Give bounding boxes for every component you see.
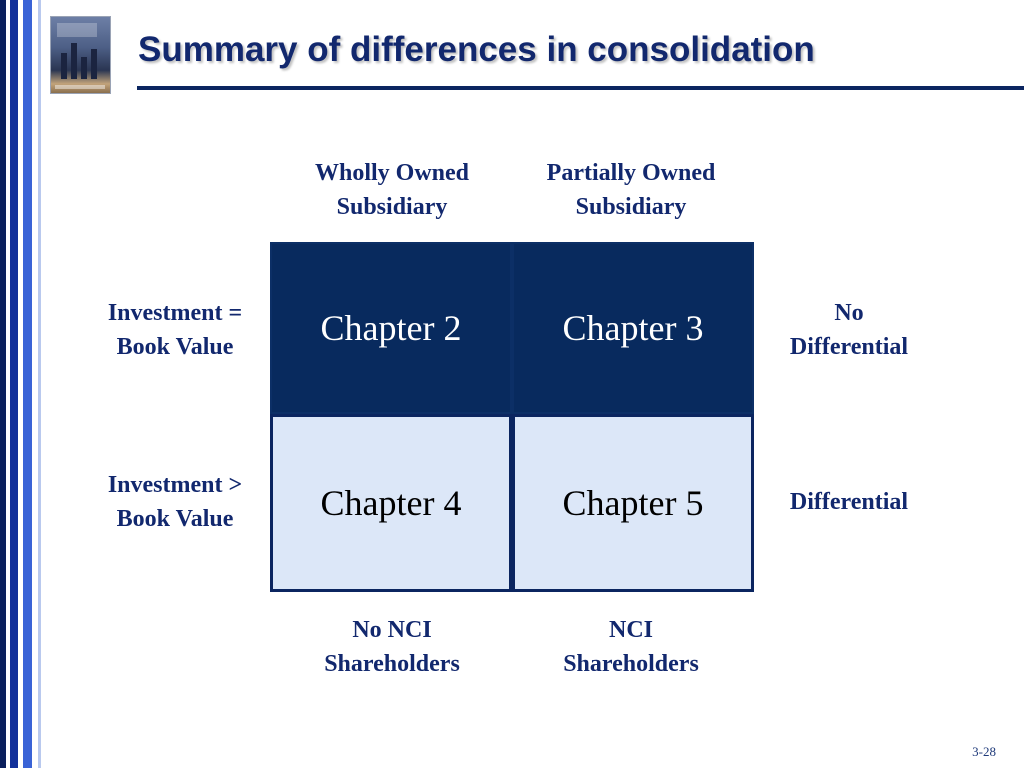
cell-chapter-4: Chapter 4 [270, 414, 512, 592]
consolidation-matrix: Chapter 2 Chapter 3 Chapter 4 Chapter 5 [270, 242, 754, 592]
column-header-wholly-owned: Wholly Owned Subsidiary [314, 160, 470, 220]
decorative-bar [10, 0, 18, 768]
slide-number: 3-28 [972, 744, 996, 759]
cover-building [91, 49, 97, 79]
cell-chapter-5: Chapter 5 [512, 414, 754, 592]
bottom-label-nci: NCI Shareholders [563, 617, 699, 677]
decorative-bar [18, 0, 23, 768]
decorative-bar [0, 0, 6, 768]
title-underline [137, 86, 1024, 90]
cell-chapter-2: Chapter 2 [270, 242, 512, 414]
cover-building [61, 53, 67, 79]
row-header-investment-equal: Investment = Book Value [107, 300, 243, 360]
decorative-bar [32, 0, 38, 768]
cover-building [71, 43, 77, 79]
right-label-differential: Differential [789, 489, 909, 515]
cover-authors-band [55, 85, 105, 89]
row-header-investment-greater: Investment > Book Value [107, 472, 243, 532]
decorative-bar [23, 0, 32, 768]
cover-building [81, 57, 87, 79]
cell-chapter-3: Chapter 3 [512, 242, 754, 414]
cover-title-band [57, 23, 97, 37]
page-title: Summary of differences in consolidation [138, 30, 815, 69]
decorative-bar [6, 0, 10, 768]
column-header-partially-owned: Partially Owned Subsidiary [546, 160, 716, 220]
book-cover-image [51, 17, 110, 93]
right-label-no-differential: No Differential [789, 300, 909, 360]
decorative-bar [38, 0, 41, 768]
bottom-label-no-nci: No NCI Shareholders [324, 617, 460, 677]
